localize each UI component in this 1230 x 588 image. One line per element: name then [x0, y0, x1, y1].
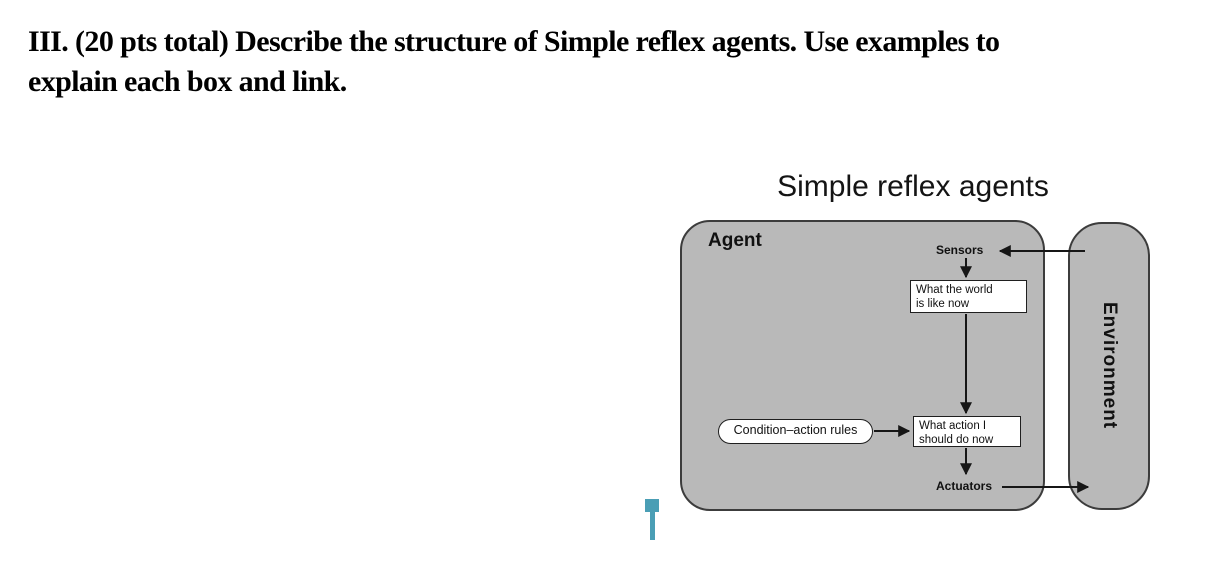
question-heading: III. (20 pts total) Describe the structu… [28, 22, 1000, 102]
diagram-title: Simple reflex agents [777, 170, 1049, 203]
action-box: What action I should do now [913, 416, 1021, 447]
text-cursor-icon-stem [650, 512, 655, 540]
agent-box: Agent [680, 220, 1045, 511]
condition-action-rules-oval: Condition–action rules [718, 419, 873, 444]
sensors-label: Sensors [936, 243, 984, 257]
world-state-box: What the world is like now [910, 280, 1027, 313]
question-heading-line2: explain each box and link. [28, 65, 347, 98]
environment-label: Environment [1099, 302, 1120, 430]
environment-box: Environment [1068, 222, 1150, 510]
agent-label: Agent [708, 230, 762, 251]
actuators-label: Actuators [936, 479, 993, 493]
question-heading-line1: III. (20 pts total) Describe the structu… [28, 25, 1000, 58]
text-cursor-icon-cap [645, 499, 659, 512]
